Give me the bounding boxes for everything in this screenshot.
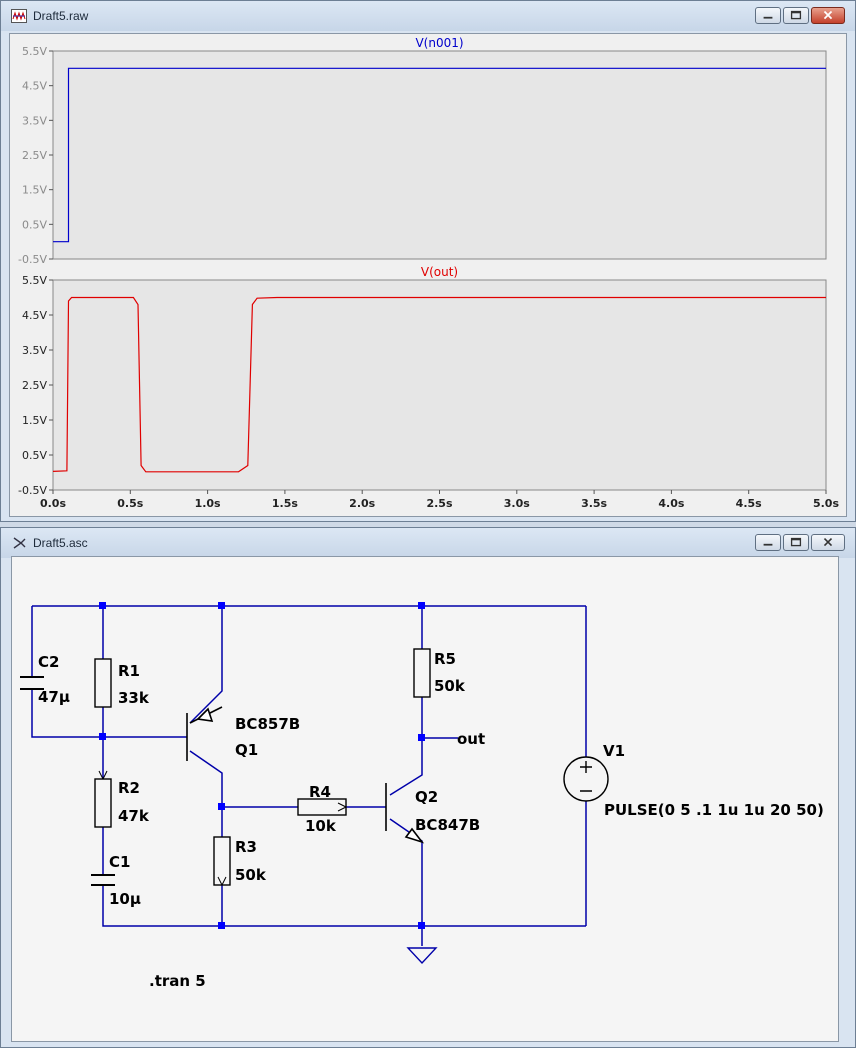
trace-vn001[interactable] <box>53 67 826 243</box>
capacitor-c2[interactable] <box>20 676 44 690</box>
schematic-icon <box>13 537 26 549</box>
y-tick-label: 5.5V <box>22 45 47 58</box>
x-tick-label: 0.0s <box>40 497 66 510</box>
q2-value: BC847B <box>415 816 480 834</box>
c2-ref: C2 <box>38 653 59 671</box>
x-tick-label: 0.5s <box>117 497 143 510</box>
waveform-viewer-icon <box>11 9 27 23</box>
y-tick-label: 2.5V <box>22 149 47 162</box>
r2-ref: R2 <box>118 779 140 797</box>
resistor-r5[interactable] <box>413 648 431 698</box>
transistor-q1[interactable] <box>186 706 223 761</box>
r5-value: 50k <box>434 677 466 695</box>
plot-pane-area-0[interactable] <box>52 50 827 260</box>
r5-ref: R5 <box>434 650 456 668</box>
r3-value: 50k <box>235 866 267 884</box>
y-tick-label: 0.5V <box>22 218 47 231</box>
q1-value: BC857B <box>235 715 300 733</box>
x-tick-label: 1.0s <box>195 497 221 510</box>
c2-value: 47µ <box>38 688 70 706</box>
schematic-window: Draft5.asc <box>0 527 856 1048</box>
wires <box>31 605 587 946</box>
plot-window: Draft5.raw V(n001) 5.5V 4.5V 3.5V 2.5V 1.5V 0.… <box>0 0 856 522</box>
close-button[interactable] <box>811 7 845 24</box>
waveform-plot[interactable]: V(n001) 5.5V 4.5V 3.5V 2.5V 1.5V 0.5V -0.5V V(ou… <box>10 34 846 516</box>
r1-value: 33k <box>118 689 150 707</box>
restore-icon <box>790 10 802 20</box>
y-tick-label: 1.5V <box>22 184 47 197</box>
y-tick-label: 4.5V <box>22 80 47 93</box>
v1-value: PULSE(0 5 .1 1u 1u 20 50) <box>604 801 824 819</box>
r2-value: 47k <box>118 807 150 825</box>
plot-window-titlebar[interactable]: Draft5.raw <box>1 1 855 31</box>
net-label-out[interactable]: out <box>457 730 485 748</box>
y-tick-label: 5.5V <box>22 274 47 287</box>
minimize-icon <box>763 16 773 19</box>
c1-ref: C1 <box>109 853 130 871</box>
resistor-r1[interactable] <box>94 658 112 708</box>
plot-pane[interactable]: V(n001) 5.5V 4.5V 3.5V 2.5V 1.5V 0.5V -0.5V V(ou… <box>9 33 847 517</box>
x-tick-label: 4.5s <box>736 497 762 510</box>
x-tick-label: 5.0s <box>813 497 839 510</box>
minimize-button[interactable] <box>755 7 781 24</box>
r4-value: 10k <box>305 817 337 835</box>
close-icon <box>823 537 833 547</box>
v1-ref: V1 <box>603 742 625 760</box>
close-icon <box>823 10 833 20</box>
schematic-canvas[interactable]: C2 47µ R1 33k R2 47k C1 10µ Q1 BC857B R3… <box>11 556 839 1042</box>
trace-vout[interactable] <box>52 296 826 473</box>
trace-title-1[interactable]: V(out) <box>421 265 458 279</box>
x-tick-label: 4.0s <box>658 497 684 510</box>
y-tick-label: 2.5V <box>22 379 47 392</box>
schematic-window-title: Draft5.asc <box>33 536 88 550</box>
junctions <box>99 602 425 929</box>
y-tick-label: 3.5V <box>22 344 47 357</box>
x-tick-label: 2.5s <box>426 497 452 510</box>
x-tick-label: 2.0s <box>349 497 375 510</box>
restore-button[interactable] <box>783 7 809 24</box>
r1-ref: R1 <box>118 662 140 680</box>
y-tick-label: 1.5V <box>22 414 47 427</box>
plot-window-title: Draft5.raw <box>33 9 89 23</box>
y-tick-label: 4.5V <box>22 309 47 322</box>
trace-title-0[interactable]: V(n001) <box>415 36 463 50</box>
resistor-r2[interactable] <box>94 770 112 828</box>
minimize-icon <box>763 543 773 546</box>
x-tick-label: 3.0s <box>504 497 530 510</box>
schematic-window-titlebar[interactable]: Draft5.asc <box>1 528 855 558</box>
y-tick-label: 3.5V <box>22 114 47 127</box>
x-tick-label: 3.5s <box>581 497 607 510</box>
x-tick-label: 1.5s <box>272 497 298 510</box>
restore-button[interactable] <box>783 534 809 551</box>
q2-ref: Q2 <box>415 788 438 806</box>
capacitor-c1[interactable] <box>91 874 115 886</box>
resistor-r4[interactable] <box>297 798 347 816</box>
schematic-drawing[interactable]: C2 47µ R1 33k R2 47k C1 10µ Q1 BC857B R3… <box>12 557 838 1041</box>
close-button[interactable] <box>811 534 845 551</box>
minimize-button[interactable] <box>755 534 781 551</box>
ground-symbol[interactable] <box>406 947 438 965</box>
resistor-r3[interactable] <box>213 836 231 886</box>
voltage-source-v1[interactable] <box>563 756 609 802</box>
y-tick-label: -0.5V <box>18 484 47 497</box>
restore-icon <box>790 537 802 547</box>
spice-directive[interactable]: .tran 5 <box>149 972 206 990</box>
plot-pane-area-1[interactable] <box>52 279 827 491</box>
y-tick-label: -0.5V <box>18 253 47 266</box>
transistor-q2[interactable] <box>385 783 425 844</box>
r3-ref: R3 <box>235 838 257 856</box>
r4-ref: R4 <box>309 783 331 801</box>
y-tick-label: 0.5V <box>22 449 47 462</box>
c1-value: 10µ <box>109 890 141 908</box>
q1-ref: Q1 <box>235 741 258 759</box>
